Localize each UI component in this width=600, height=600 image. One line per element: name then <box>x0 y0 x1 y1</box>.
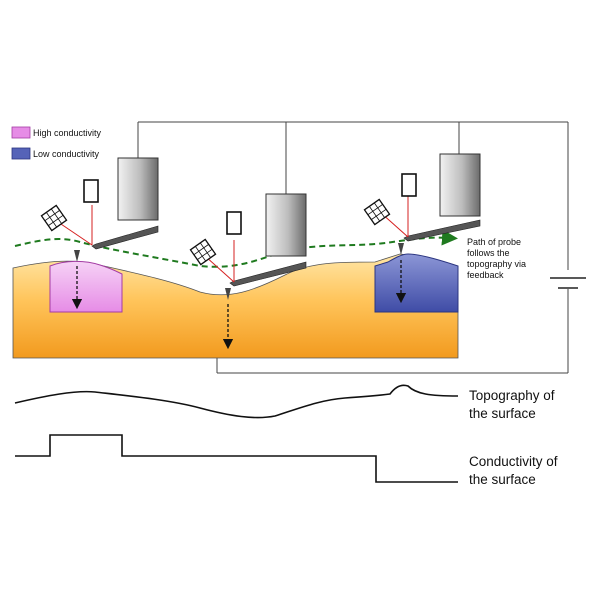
laser-source-icon <box>363 198 391 226</box>
topography-label-line-1: Topography of <box>469 388 555 403</box>
sample-substrate <box>12 253 459 359</box>
piezo-scanner <box>265 193 307 257</box>
probe-assembly-3 <box>363 153 481 304</box>
annotation-line-2: follows the <box>467 248 510 258</box>
photodetector <box>401 173 417 197</box>
annotation-line-1: Path of probe <box>467 237 521 247</box>
annotation-line-3: topography via <box>467 259 526 269</box>
probe-tip <box>74 250 80 262</box>
photodetector <box>83 179 99 203</box>
topography-trace <box>14 384 459 419</box>
conductivity-label-line-1: Conductivity of <box>469 454 558 469</box>
probe-tip <box>398 243 404 255</box>
legend-label-high: High conductivity <box>33 128 102 138</box>
probe-tip <box>225 288 231 300</box>
laser-source-icon <box>189 238 217 266</box>
legend-swatch-high <box>11 126 31 139</box>
legend-swatch-low <box>11 147 31 160</box>
probe-assembly-2 <box>189 193 307 350</box>
topography-label-line-2: the surface <box>469 406 536 421</box>
piezo-scanner <box>117 157 159 221</box>
laser-source-icon <box>40 204 68 232</box>
probe-assembly-1 <box>40 157 159 310</box>
cantilever <box>91 225 159 250</box>
legend-label-low: Low conductivity <box>33 149 100 159</box>
conductivity-trace <box>15 434 458 483</box>
signal-labels: Topography of the surface Conductivity o… <box>469 388 558 487</box>
probe-path-annotation: Path of probe follows the topography via… <box>467 237 526 280</box>
conductivity-label-line-2: the surface <box>469 472 536 487</box>
battery-symbol <box>550 277 586 289</box>
laser-beam <box>204 255 235 283</box>
circuit-wiring <box>137 121 569 374</box>
photodetector <box>226 211 242 235</box>
low-conductivity-region <box>374 253 459 313</box>
annotation-line-4: feedback <box>467 270 504 280</box>
piezo-scanner <box>439 153 481 217</box>
probe-path-line <box>14 229 458 268</box>
legend: High conductivity Low conductivity <box>11 126 102 160</box>
high-conductivity-region <box>49 260 123 313</box>
